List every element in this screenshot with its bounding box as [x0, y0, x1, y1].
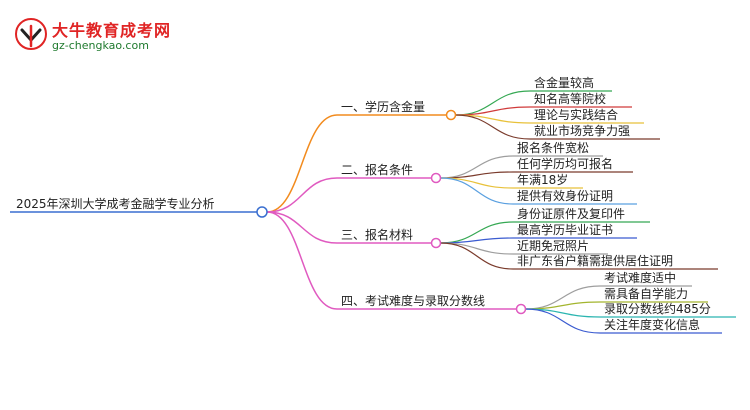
leaf-node[interactable]: 录取分数线约485分 [600, 301, 736, 318]
leaf-node[interactable]: 考试难度适中 [600, 270, 692, 287]
leaf-label: 近期免冠照片 [517, 238, 589, 253]
leaf-label: 考试难度适中 [604, 270, 676, 285]
branch-connector-dot [430, 237, 442, 249]
connector-curve [266, 211, 338, 244]
leaf-node[interactable]: 任何学历均可报名 [513, 156, 633, 173]
connector-curve [455, 114, 531, 140]
leaf-label: 非广东省户籍需提供居住证明 [517, 253, 673, 268]
root-label: 2025年深圳大学成考金融学专业分析 [16, 196, 215, 211]
leaf-node[interactable]: 提供有效身份证明 [513, 188, 637, 205]
root-node[interactable]: 2025年深圳大学成考金融学专业分析 [10, 196, 268, 218]
leaf-node[interactable]: 年满18岁 [513, 172, 583, 189]
branch-node-4[interactable]: 四、考试难度与录取分数线 [337, 293, 527, 315]
leaf-label: 提供有效身份证明 [517, 188, 613, 203]
leaf-label: 任何学历均可报名 [517, 156, 613, 171]
leaf-node[interactable]: 最高学历毕业证书 [513, 222, 637, 239]
connector-curve [440, 221, 514, 244]
leaf-node[interactable]: 含金量较高 [530, 75, 612, 92]
brand-url: gz-chengkao.com [52, 39, 149, 52]
branch-label-1: 一、学历含金量 [341, 99, 425, 114]
leaf-node[interactable]: 理论与实践结合 [530, 107, 644, 124]
connector-curve [440, 242, 514, 255]
connector-curve [266, 211, 338, 310]
branch-connector-dot [430, 172, 442, 184]
brand-name: 大牛教育成考网 [52, 21, 172, 40]
branch-node-1[interactable]: 一、学历含金量 [337, 99, 457, 121]
leaf-node[interactable]: 需具备自学能力 [600, 286, 708, 303]
leaf-label: 报名条件宽松 [517, 140, 589, 155]
leaf-label: 知名高等院校 [534, 91, 606, 106]
leaf-label: 关注年度变化信息 [604, 317, 700, 332]
leaf-label: 理论与实践结合 [534, 107, 618, 122]
leaf-label: 年满18岁 [517, 172, 568, 187]
leaf-node[interactable]: 近期免冠照片 [513, 238, 608, 255]
leaf-node[interactable]: 就业市场竞争力强 [530, 123, 660, 140]
connector-curve [440, 177, 514, 205]
connector-curve [440, 237, 514, 244]
branch-node-3[interactable]: 三、报名材料 [337, 227, 442, 249]
connector-curve [525, 308, 601, 334]
root-connector-dot [256, 206, 268, 218]
leaf-label: 就业市场竞争力强 [534, 123, 630, 138]
branch-connector-dot [515, 303, 527, 315]
bull-logo-icon [15, 18, 47, 50]
leaf-node[interactable]: 身份证原件及复印件 [513, 206, 650, 223]
leaf-label: 录取分数线约485分 [604, 301, 711, 316]
leaf-node[interactable]: 非广东省户籍需提供居住证明 [513, 253, 718, 270]
branch-node-2[interactable]: 二、报名条件 [337, 162, 442, 184]
connector-curve [440, 242, 514, 270]
branch-label-2: 二、报名条件 [341, 162, 413, 177]
leaf-label: 需具备自学能力 [604, 286, 688, 301]
leaf-label: 身份证原件及复印件 [517, 206, 625, 221]
site-logo[interactable]: 大牛教育成考网 gz-chengkao.com [14, 14, 174, 54]
leaf-node[interactable]: 知名高等院校 [530, 91, 632, 108]
leaf-node[interactable]: 关注年度变化信息 [600, 317, 722, 334]
branch-label-4: 四、考试难度与录取分数线 [341, 293, 485, 308]
branch-connector-dot [445, 109, 457, 121]
connector-curve [266, 114, 338, 213]
leaf-label: 含金量较高 [534, 75, 594, 90]
branch-label-3: 三、报名材料 [341, 227, 413, 242]
connector-curve [266, 177, 338, 213]
mindmap-links [266, 90, 601, 334]
leaf-node[interactable]: 报名条件宽松 [513, 140, 603, 157]
leaf-label: 最高学历毕业证书 [517, 222, 613, 237]
